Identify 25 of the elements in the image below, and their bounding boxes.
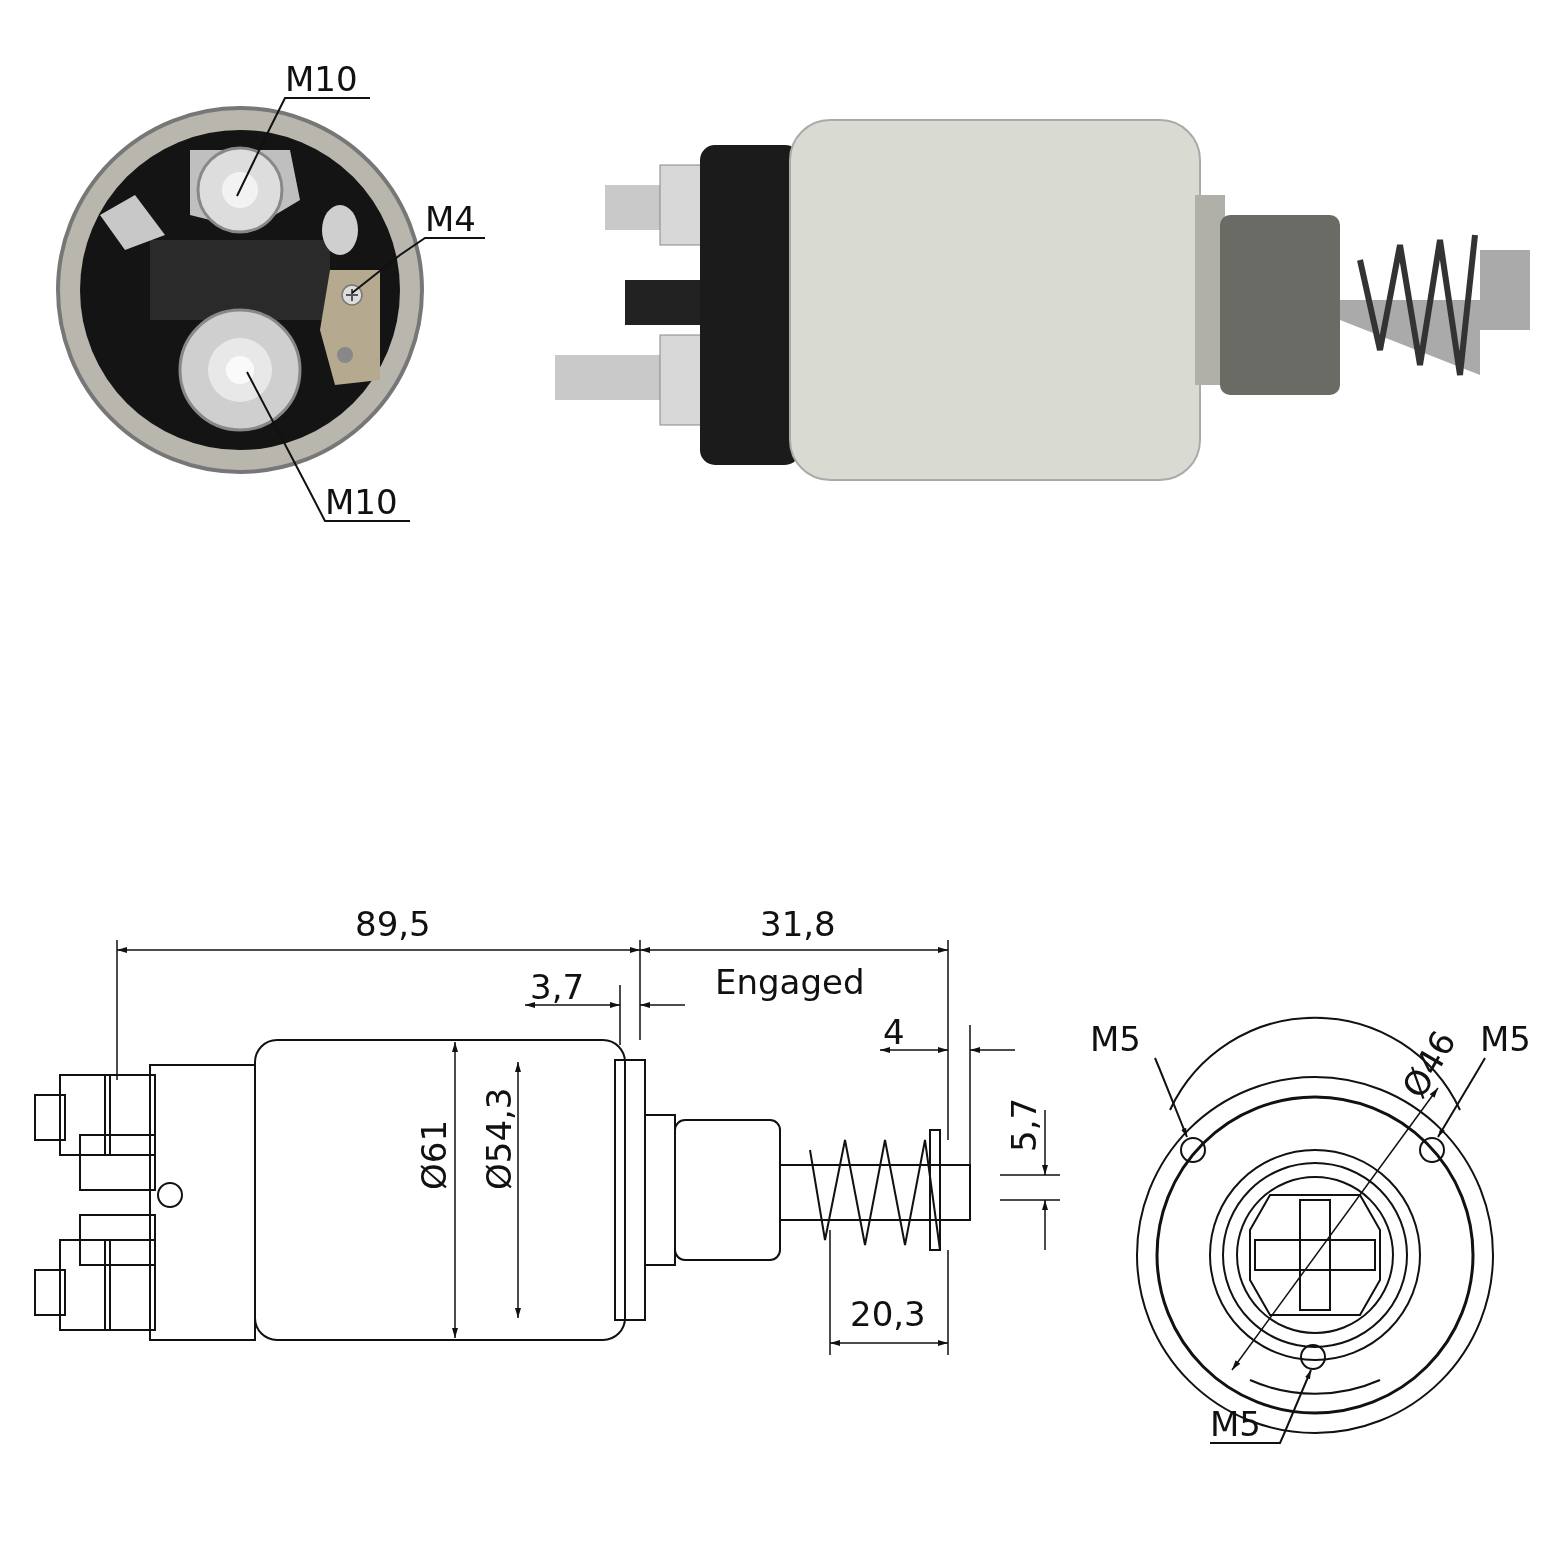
terminal-stud-drawing [196, 146, 284, 234]
dimension-value: 5,7 [1005, 1097, 1043, 1152]
leader-line [1209, 1369, 1312, 1444]
thread-size-label: M5 [1210, 1405, 1261, 1443]
dimension-value: 4 [883, 1013, 905, 1051]
dimension-value: 3,7 [530, 968, 585, 1006]
leader-line [1437, 1057, 1486, 1138]
dimension-value: 89,5 [355, 905, 431, 943]
dimension-value: Ø61 [415, 1119, 453, 1190]
terminal-screw-drawing [341, 284, 363, 306]
leader-line [1154, 1057, 1188, 1138]
thread-size-label: M4 [425, 200, 476, 238]
thread-size-label: M10 [285, 60, 358, 98]
mounting-hole [1300, 1344, 1326, 1370]
mounting-hole [1419, 1137, 1445, 1163]
thread-size-label: M5 [1480, 1020, 1531, 1058]
thread-size-label: M5 [1090, 1020, 1141, 1058]
thread-size-label: M10 [325, 483, 398, 521]
leader-line [246, 371, 411, 522]
mounting-hole [1180, 1137, 1206, 1163]
dimension-value: 31,8 [760, 905, 836, 943]
state-note: Engaged [715, 963, 865, 1001]
terminal-stud-drawing [178, 308, 302, 432]
dimension-value: 20,3 [850, 1295, 926, 1333]
dimension-value: Ø54,3 [480, 1087, 518, 1190]
